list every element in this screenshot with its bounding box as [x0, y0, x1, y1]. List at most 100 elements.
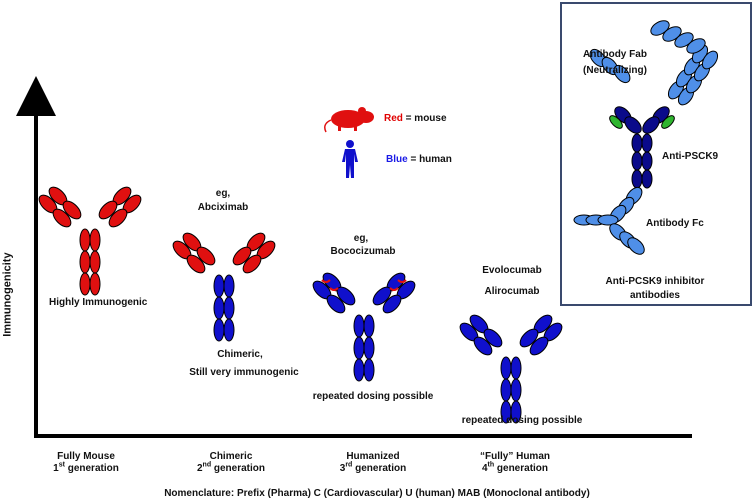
humanized-drug: Bococizumab: [330, 246, 396, 257]
antibody-domain: [353, 314, 365, 338]
inset-domain: [701, 50, 719, 70]
antibody-domain: [213, 274, 225, 298]
antibody-domain: [510, 400, 522, 424]
inset-domain: [642, 116, 660, 134]
inset-caption-line-1: Anti-PCSK9 inhibitor: [605, 276, 705, 287]
y-axis-label: Immunogenicity: [1, 252, 14, 337]
anti-pcsk9-inset: [560, 2, 752, 306]
antibody-humanized: [312, 272, 416, 382]
generation-3-suffix: rd: [345, 461, 353, 469]
humanized-description: repeated dosing possible: [312, 391, 434, 402]
antibody-domain: [79, 228, 91, 252]
cdr-mark: [329, 287, 339, 291]
inset-domain: [597, 214, 619, 226]
antibody-domain: [510, 378, 522, 402]
antibody-domain: [89, 228, 101, 252]
human-description: repeated dosing possible: [461, 415, 583, 426]
mouse-description: Highly Immunogenic: [49, 297, 148, 308]
inset-domain: [624, 116, 642, 134]
antibody-fully-human: [459, 314, 563, 424]
antibody-domain: [500, 378, 512, 402]
antibody-domain: [213, 318, 225, 342]
chimeric-drug: Abciximab: [197, 202, 249, 213]
antibody-domain: [213, 296, 225, 320]
antibody-domain: [510, 356, 522, 380]
inset-domain: [686, 38, 706, 54]
antibody-domain: [89, 250, 101, 274]
antibody-domain: [89, 272, 101, 296]
inset-fab-line-2: (Neutralizing): [583, 65, 647, 76]
antibody-domain: [98, 200, 118, 220]
antibody-domain: [223, 274, 235, 298]
inset-caption-line-2: antibodies: [629, 290, 680, 301]
generation-2-ordinal: 2: [196, 463, 203, 474]
generation-2-gen: generation: [211, 463, 266, 474]
antibody-domain: [326, 294, 346, 314]
antibody-domain: [353, 336, 365, 360]
inset-domain: [674, 32, 694, 48]
mouse-icon: [324, 107, 374, 133]
antibody-domain: [483, 328, 503, 348]
cdr-mark: [397, 279, 407, 283]
legend-mouse-color: Red: [384, 113, 403, 124]
antibody-domain: [79, 250, 91, 274]
generation-1-ordinal: 1: [53, 463, 59, 474]
generation-2-label: Chimeric 2nd generation: [189, 451, 273, 475]
antibody-domain: [473, 336, 493, 356]
generation-4-label: “Fully” Human 4th generation: [470, 451, 560, 475]
human-drug-2: Alirocumab: [484, 286, 540, 297]
antibody-domain: [52, 208, 72, 228]
antibody-domain: [363, 358, 375, 382]
generation-2-name: Chimeric: [209, 451, 253, 462]
antibody-domain: [382, 294, 402, 314]
antibody-domain: [500, 356, 512, 380]
nomenclature-footer: Nomenclature: Prefix (Pharma) C (Cardiov…: [164, 488, 590, 499]
legend-mouse-text: = mouse: [402, 113, 447, 124]
inset-domain: [613, 64, 631, 84]
generation-2-suffix: nd: [202, 461, 212, 469]
chimeric-desc-1: Chimeric,: [217, 349, 263, 360]
generation-1-label: Fully Mouse 1st generation: [44, 451, 128, 475]
inset-domain: [662, 26, 682, 42]
antibody-domain: [353, 358, 365, 382]
legend-human: Blue = human: [386, 154, 452, 166]
legend-human-text: = human: [407, 154, 452, 165]
legend-human-color: Blue: [386, 154, 408, 165]
antibody-chimeric: [172, 232, 276, 342]
generation-3-gen: generation: [352, 463, 407, 474]
generation-3-label: Humanized 3rd generation: [331, 451, 415, 475]
cdr-mark: [389, 287, 399, 291]
generation-3-ordinal: 3: [339, 463, 346, 474]
antibody-domain: [232, 246, 252, 266]
antibody-domain: [108, 208, 128, 228]
inset-fab-line-1: Antibody Fab: [583, 49, 647, 60]
inset-domain: [650, 20, 670, 36]
antibody-domain: [363, 314, 375, 338]
inset-fc-label: Antibody Fc: [646, 218, 704, 229]
antibody-domain: [519, 328, 539, 348]
antibody-domain: [529, 336, 549, 356]
generation-1-name: Fully Mouse: [57, 451, 115, 462]
antibody-domain: [62, 200, 82, 220]
legend-mouse: Red = mouse: [384, 113, 447, 125]
generation-4-suffix: th: [487, 461, 495, 469]
antibody-domain: [242, 254, 262, 274]
humanized-eg: eg,: [353, 233, 369, 244]
antibody-fully-mouse: [38, 186, 142, 296]
generation-4-ordinal: 4: [481, 463, 488, 474]
antibody-domain: [186, 254, 206, 274]
antibody-domain: [79, 272, 91, 296]
antibody-domain: [196, 246, 216, 266]
generation-4-name: “Fully” Human: [479, 451, 550, 462]
human-drug-1: Evolocumab: [482, 265, 542, 276]
antibody-anti-pcsk9: [573, 20, 719, 255]
human-icon: [342, 140, 358, 178]
inset-domain: [627, 237, 645, 255]
generation-4-gen: generation: [494, 463, 549, 474]
inset-domain: [641, 169, 653, 189]
antibody-domain: [363, 336, 375, 360]
generation-1-suffix: st: [58, 461, 65, 469]
antibody-domain: [223, 296, 235, 320]
binding-site: [661, 115, 675, 129]
